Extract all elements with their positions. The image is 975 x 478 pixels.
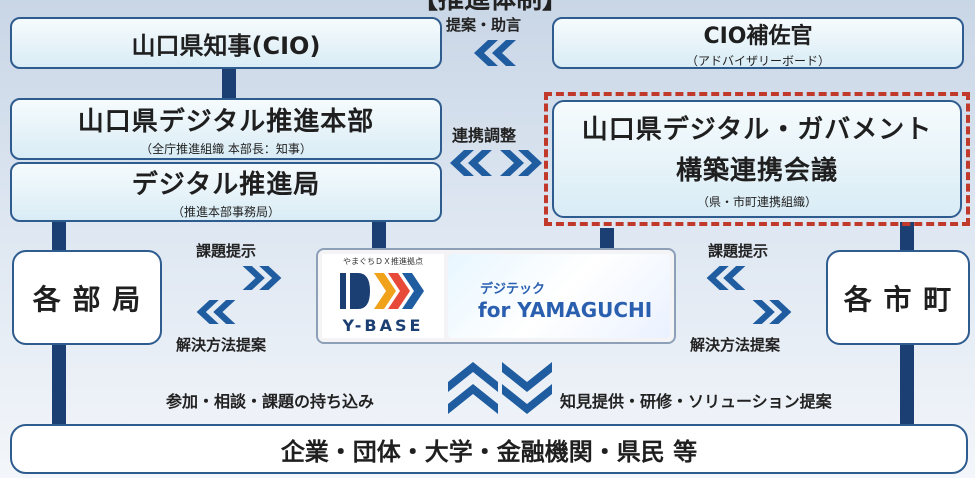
digitech-panel: デジテック for YAMAGUCHI xyxy=(448,254,670,338)
council-dashed-frame xyxy=(544,92,970,226)
double-chevron-down-icon xyxy=(502,362,552,414)
public-title: 企業・団体・大学・金融機関・県民 等 xyxy=(280,437,698,466)
knowledge-label: 知見提供・研修・ソリューション提案 xyxy=(560,392,832,411)
proposal-advice-label: 提案・助言 xyxy=(446,16,522,34)
header-fragment: 【推進体制】 xyxy=(300,0,680,15)
ybase-panel: やまぐちＤＸ推進拠点 Y-BASE xyxy=(322,254,444,338)
right-issue-label: 課題提示 xyxy=(708,242,769,260)
double-chevron-right-icon xyxy=(242,266,282,290)
municipalities-box: 各 市 町 xyxy=(826,250,970,345)
bureau-subtitle: （推進本部事務局） xyxy=(171,205,280,219)
digital-hq-box: 山口県デジタル推進本部 （全庁推進組織 本部長：知事） xyxy=(10,98,442,160)
double-chevron-up-icon xyxy=(448,362,498,414)
connector-bureau-ybase xyxy=(372,222,386,252)
ybase-logo-text: Y-BASE xyxy=(342,316,424,335)
digitech-line1: デジテック xyxy=(480,282,546,297)
dx-logo-icon xyxy=(340,270,426,316)
connector-governor-hq xyxy=(222,66,236,102)
cio-advisor-box: CIO補佐官 （アドバイザリーボード） xyxy=(552,17,964,69)
double-chevron-right-icon xyxy=(752,300,792,324)
right-solution-label: 解決方法提案 xyxy=(690,336,781,354)
double-chevron-left-icon xyxy=(474,40,516,66)
coordination-label: 連携調整 xyxy=(452,126,517,145)
double-chevron-left-icon xyxy=(450,150,492,176)
governor-title: 山口県知事(CIO) xyxy=(131,31,321,60)
digital-bureau-box: デジタル推進局 （推進本部事務局） xyxy=(10,162,442,222)
double-chevron-right-icon xyxy=(500,150,542,176)
departments-title: 各 部 局 xyxy=(32,282,142,316)
council-title-line2: 構築連携会議 xyxy=(675,155,838,186)
left-issue-label: 課題提示 xyxy=(196,242,257,260)
public-box: 企業・団体・大学・金融機関・県民 等 xyxy=(10,424,968,474)
left-solution-label: 解決方法提案 xyxy=(176,336,267,354)
hq-subtitle: （全庁推進組織 本部長：知事） xyxy=(140,142,312,156)
municipalities-title: 各 市 町 xyxy=(843,282,953,316)
participation-label: 参加・相談・課題の持ち込み xyxy=(166,392,375,411)
departments-box: 各 部 局 xyxy=(12,250,162,345)
hq-title: 山口県デジタル推進本部 xyxy=(77,107,375,137)
council-subtitle: （県・市町連携組織） xyxy=(696,194,817,209)
digitech-line2: for YAMAGUCHI xyxy=(478,298,653,322)
cio-advisor-subtitle: （アドバイザリーボード） xyxy=(685,53,830,68)
bureau-title: デジタル推進局 xyxy=(131,170,321,200)
governor-box: 山口県知事(CIO) xyxy=(10,17,442,69)
connector-bureau-left xyxy=(52,222,66,250)
double-chevron-left-icon xyxy=(196,300,236,324)
council-title-line1: 山口県デジタル・ガバメント xyxy=(581,114,933,145)
ybase-caption: やまぐちＤＸ推進拠点 xyxy=(343,257,423,266)
cio-advisor-title: CIO補佐官 xyxy=(703,23,813,49)
council-box: 山口県デジタル・ガバメント 構築連携会議 （県・市町連携組織） xyxy=(552,100,962,218)
double-chevron-left-icon xyxy=(706,266,746,290)
connector-council-ybase xyxy=(600,228,614,252)
